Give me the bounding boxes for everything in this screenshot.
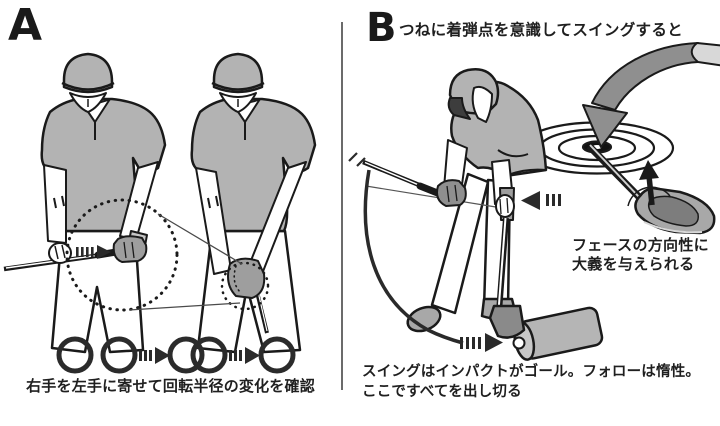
impact-area (460, 191, 604, 361)
panel-b-caption-line2: ここですべてを出し切る (362, 383, 522, 400)
up-arrow-icon (639, 160, 659, 206)
panel-b-label: B (366, 5, 397, 51)
rotation-radius-circle-large (65, 198, 179, 312)
impact-clubhead (488, 304, 526, 339)
curved-ribbon-arrow-icon (582, 42, 720, 148)
right-hand (495, 194, 515, 218)
panel-a-label: A (8, 0, 43, 51)
face-direction-note-line1: フェースの方向性に (572, 236, 709, 254)
radius-projection-lines (128, 213, 243, 311)
circles-merging-diagram (56, 336, 296, 374)
striped-arrow-icon (521, 191, 561, 210)
striped-arrow-icon (139, 347, 170, 364)
golfer-hands-apart-figure (3, 52, 179, 354)
panel-a-caption: 右手を左手に寄せて回転半径の変化を確認 (26, 377, 315, 395)
golfer-hands-together-figure (190, 52, 317, 354)
golfer-impact-figure (362, 68, 548, 333)
panel-b-caption-line1: スイングはインパクトがゴール。フォローは惰性。 (362, 364, 701, 380)
face-rotation-arc (627, 186, 671, 207)
striped-arrow-icon (229, 347, 260, 364)
swing-arc (348, 152, 464, 345)
right-hand (48, 242, 72, 264)
cap-icon (62, 52, 114, 94)
golf-ball (512, 336, 526, 350)
glove (436, 179, 467, 207)
panel-b-caption: スイングはインパクトがゴール。フォローは惰性。 ここですべてを出し切る (362, 363, 700, 402)
iron-clubhead (586, 143, 716, 235)
impact-cylinder (513, 306, 604, 361)
rotation-radius-circle-small (220, 261, 270, 311)
face-direction-note: フェースの方向性に 大義を与えられる (572, 236, 709, 274)
joined-hands (227, 257, 266, 299)
face-direction-note-line2: 大義を与えられる (572, 254, 695, 273)
glove (112, 235, 148, 263)
shaft-projection-line (365, 185, 503, 209)
panel-b-heading: つねに着弾点を意識してスイングすると (399, 21, 683, 39)
cap-icon (212, 52, 264, 94)
striped-arrow-icon (76, 245, 111, 259)
striped-arrow-icon (460, 333, 503, 352)
